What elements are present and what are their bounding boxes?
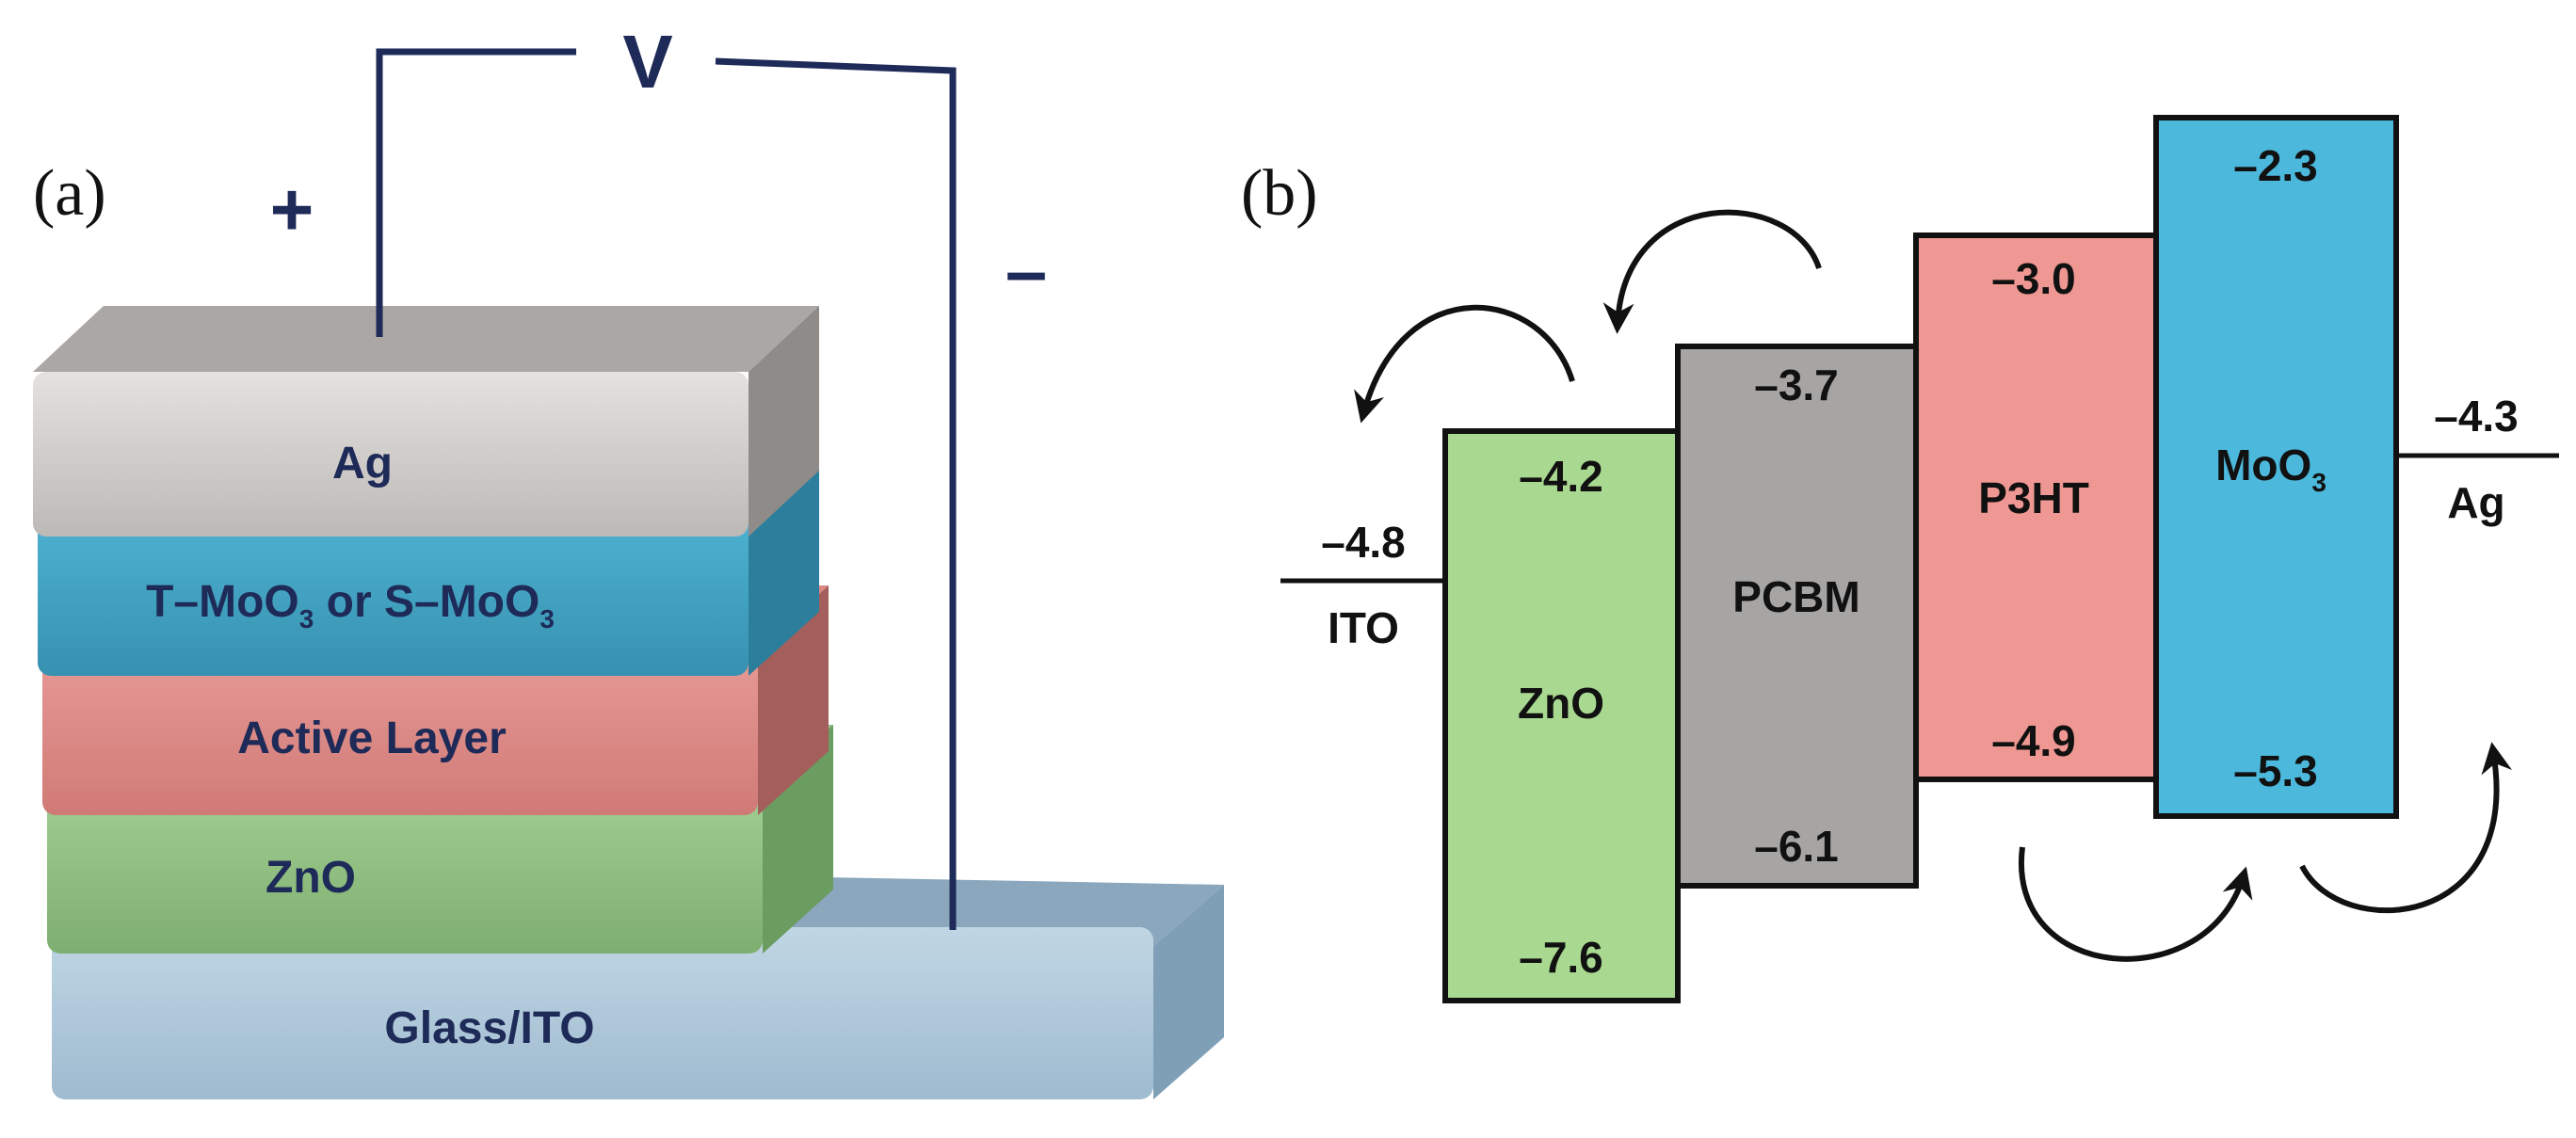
p3ht-name: P3HT [1978, 473, 2089, 522]
ito-label: ITO [1328, 603, 1399, 652]
moo3-bottom-level: –5.3 [2233, 746, 2318, 795]
layer-label-zno: ZnO [266, 853, 356, 903]
moo3-name: MoO3 [2215, 441, 2326, 497]
electrode-ag: –4.3 Ag [2396, 392, 2559, 527]
panel-b-label: (b) [1241, 157, 1318, 230]
pcbm-bottom-level: –6.1 [1754, 822, 1839, 871]
moo3-name-sub: 3 [2311, 468, 2326, 497]
moo3-label-part1: T–MoO [146, 577, 299, 627]
p3ht-bottom-level: –4.9 [1991, 716, 2076, 765]
panel-a-label: (a) [33, 157, 106, 230]
hole-arrow-moo3-to-ag [2299, 742, 2513, 914]
layer-label-moo3: T–MoO3 or S–MoO3 [146, 577, 555, 633]
ag-value: –4.3 [2434, 392, 2519, 441]
zno-name: ZnO [1518, 679, 1604, 728]
electrode-ito: –4.8 ITO [1280, 518, 1445, 652]
layer-label-glass-ito: Glass/ITO [384, 1003, 594, 1053]
zno-bottom-level: –7.6 [1519, 933, 1603, 982]
negative-terminal: – [1006, 229, 1048, 313]
voltage-symbol: V [622, 20, 672, 104]
positive-terminal: + [270, 168, 314, 251]
panel-a: (a) Glass/ITO ZnO Active Layer [33, 20, 1224, 1099]
band-zno: –4.2 ZnO –7.6 [1442, 428, 1681, 1003]
p3ht-top-level: –3.0 [1991, 254, 2076, 303]
electron-arrow-zno-to-ito [1354, 304, 1575, 424]
p3ht-band-rect [1913, 232, 2159, 782]
ag-label: Ag [2447, 478, 2504, 527]
pcbm-name: PCBM [1732, 572, 1860, 621]
electron-arrow-pcbm-to-zno [1602, 209, 1822, 334]
band-p3ht: –3.0 P3HT –4.9 [1913, 232, 2159, 782]
zno-band-rect [1442, 428, 1681, 1003]
moo3-label-sub2: 3 [539, 604, 555, 633]
zno-top-level: –4.2 [1519, 452, 1603, 501]
external-circuit: V + – [270, 20, 1048, 930]
pcbm-top-level: –3.7 [1754, 361, 1839, 409]
moo3-top-level: –2.3 [2233, 141, 2318, 190]
moo3-label-part2: or S–MoO [314, 577, 539, 627]
circuit-wire-left [376, 48, 576, 337]
moo3-name-main: MoO [2215, 441, 2311, 489]
pcbm-band-rect [1675, 344, 1919, 889]
hole-arrow-p3ht-to-moo3 [2018, 846, 2253, 962]
moo3-label-sub1: 3 [299, 604, 314, 633]
layer-ag: Ag [33, 306, 819, 537]
ito-value: –4.8 [1321, 518, 1406, 567]
band-pcbm: –3.7 PCBM –6.1 [1675, 344, 1919, 889]
panel-b: (b) –4.8 ITO –4.2 ZnO –7.6 –3.7 PCBM –6.… [1241, 115, 2559, 1003]
layer-label-active: Active Layer [237, 713, 507, 763]
layer-label-ag: Ag [332, 439, 393, 489]
circuit-wire-right [715, 57, 957, 930]
band-moo3: –2.3 MoO3 –5.3 [2153, 115, 2399, 819]
charge-transfer-arrows [1354, 209, 2513, 962]
moo3-band-rect [2153, 115, 2399, 819]
